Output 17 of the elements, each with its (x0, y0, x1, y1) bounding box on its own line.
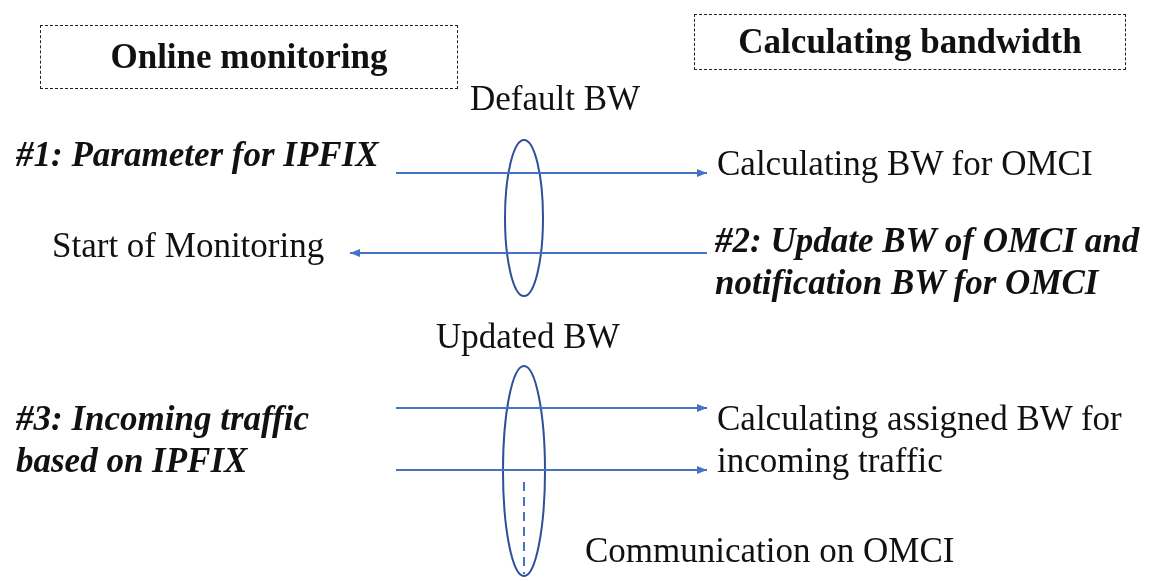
text-label: Start of Monitoring (52, 225, 325, 267)
arrow (395, 466, 708, 474)
step-label: #1: Parameter for IPFIX (16, 134, 379, 176)
arrow (349, 249, 708, 257)
arrow (395, 169, 708, 177)
step-label: #3: Incoming traffic based on IPFIX (16, 398, 310, 482)
text-label: Communication on OMCI (585, 530, 955, 572)
dashed-box (40, 25, 458, 89)
text-label: Calculating assigned BW for incoming traffic (717, 398, 1123, 482)
text-label: Calculating BW for OMCI (717, 143, 1093, 185)
step-label: #2: Update BW of OMCI and notification BW for OMCI (715, 220, 1141, 304)
text-label: Default BW (470, 78, 641, 120)
dashed-box (694, 14, 1126, 70)
box-heading: Online monitoring (110, 36, 388, 78)
arrow (395, 404, 708, 412)
box-heading: Calculating bandwidth (738, 21, 1082, 63)
text-label: Updated BW (436, 316, 620, 358)
